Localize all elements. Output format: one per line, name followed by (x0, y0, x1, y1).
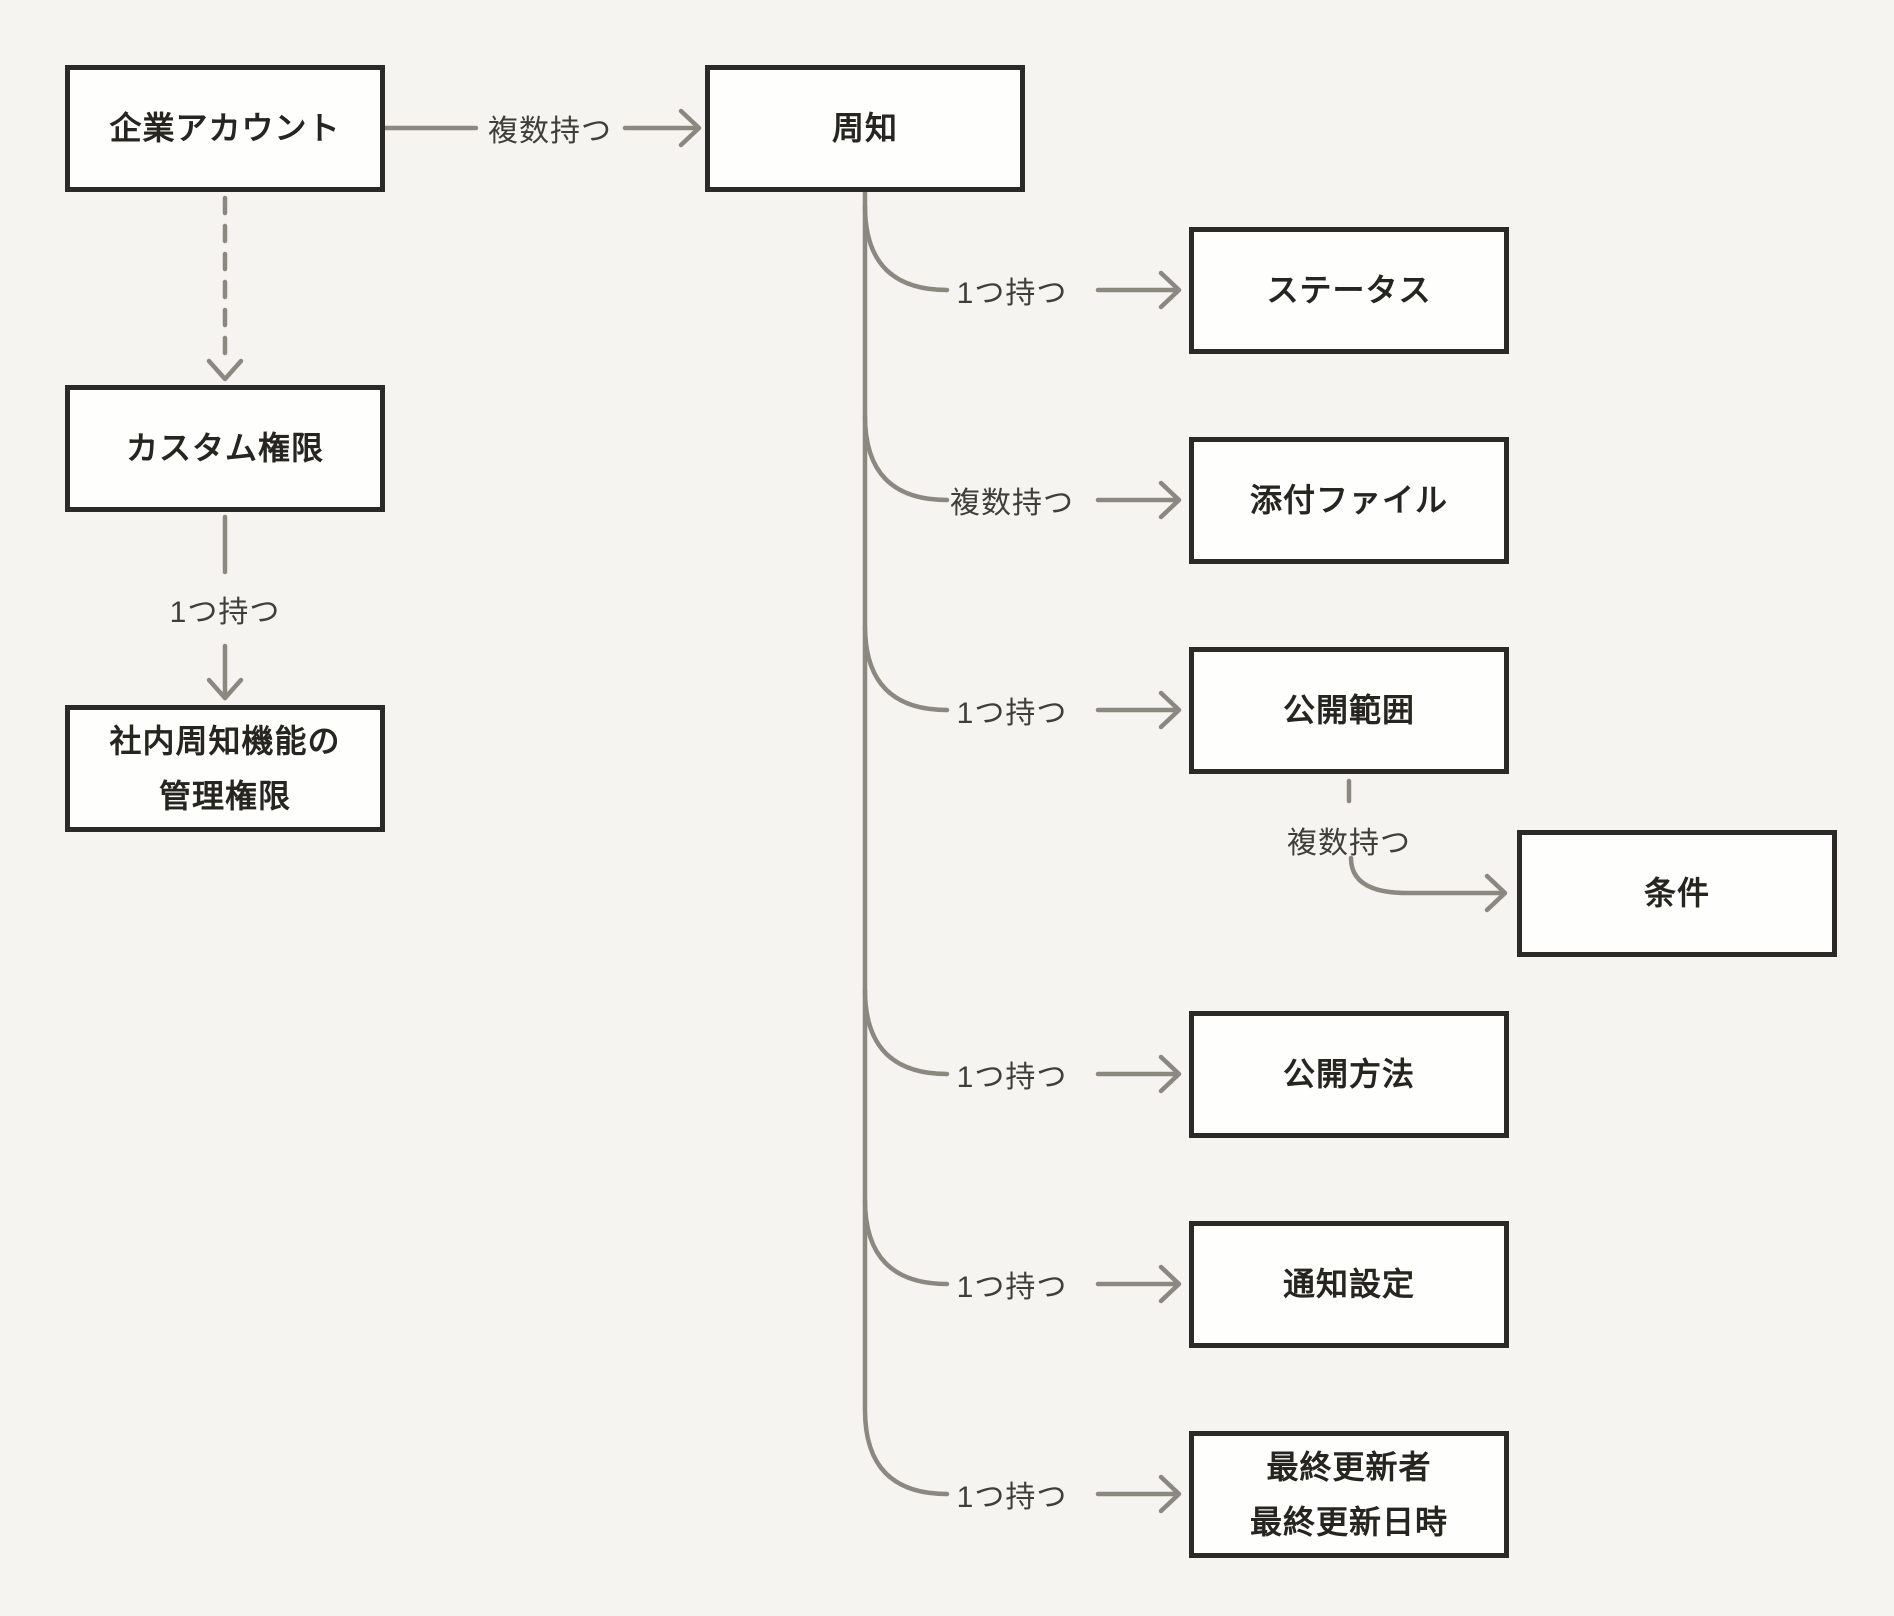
node-status-label: ステータス (1266, 272, 1432, 309)
node-last-updated-label: 最終更新者 最終更新日時 (1249, 1449, 1448, 1540)
edge-scope-to-condition-arrowhead-icon (1484, 873, 1508, 913)
edge-label-method: 1つ持つ (956, 1061, 1068, 1094)
node-last-updated: 最終更新者 最終更新日時 (1189, 1431, 1509, 1558)
node-publish-scope-label: 公開範囲 (1282, 692, 1415, 729)
node-announcement: 周知 (705, 65, 1025, 192)
edge-announcement-to-notification-curve (862, 1197, 950, 1287)
edge-corporate-to-custom-arrowhead-icon (206, 358, 244, 382)
edge-custom-to-admin-arrowhead-icon (206, 677, 244, 701)
edge-announcement-to-attachment-curve (862, 413, 950, 503)
edge-scope-arrowhead-icon (1158, 690, 1182, 730)
node-internal-admin-permission: 社内周知機能の 管理権限 (65, 705, 385, 832)
edge-scope-to-condition-curve (1348, 855, 1507, 896)
node-custom-permission-label: カスタム権限 (125, 430, 324, 467)
edge-label-attachment: 複数持つ (950, 487, 1074, 520)
node-custom-permission: カスタム権限 (65, 385, 385, 512)
node-notification-setting-label: 通知設定 (1282, 1266, 1415, 1303)
node-attachment-file: 添付ファイル (1189, 437, 1509, 564)
node-corporate-account-label: 企業アカウント (109, 110, 341, 147)
edge-corporate-to-announcement-arrowhead-icon (678, 108, 702, 148)
node-notification-setting: 通知設定 (1189, 1221, 1509, 1348)
edge-notification-arrowhead-icon (1158, 1264, 1182, 1304)
edge-label-last-updated: 1つ持つ (956, 1481, 1068, 1514)
edge-label-notification: 1つ持つ (956, 1271, 1068, 1304)
edge-label-condition: 複数持つ (1287, 827, 1411, 860)
node-attachment-file-label: 添付ファイル (1249, 482, 1448, 519)
node-corporate-account: 企業アカウント (65, 65, 385, 192)
node-internal-admin-permission-label: 社内周知機能の 管理権限 (109, 723, 341, 814)
edge-status-arrowhead-icon (1158, 270, 1182, 310)
edge-announcement-to-method-curve (862, 987, 950, 1077)
edge-label-status: 1つ持つ (956, 277, 1068, 310)
node-publish-method-label: 公開方法 (1282, 1056, 1415, 1093)
edge-method-arrowhead-icon (1158, 1054, 1182, 1094)
node-announcement-label: 周知 (831, 110, 898, 147)
edge-label-corporate-announcement: 複数持つ (488, 115, 612, 148)
edge-announcement-to-status-curve (862, 203, 950, 293)
edge-last-updated-arrowhead-icon (1158, 1474, 1182, 1514)
edge-attachment-arrowhead-icon (1158, 480, 1182, 520)
node-publish-method: 公開方法 (1189, 1011, 1509, 1138)
edge-announcement-trunk-line (862, 189, 950, 1497)
edge-announcement-to-scope-curve (862, 623, 950, 713)
node-condition: 条件 (1517, 830, 1837, 957)
node-condition-label: 条件 (1643, 875, 1710, 912)
node-status: ステータス (1189, 227, 1509, 354)
edge-label-custom-admin: 1つ持つ (169, 596, 281, 629)
node-publish-scope: 公開範囲 (1189, 647, 1509, 774)
edge-label-scope: 1つ持つ (956, 697, 1068, 730)
